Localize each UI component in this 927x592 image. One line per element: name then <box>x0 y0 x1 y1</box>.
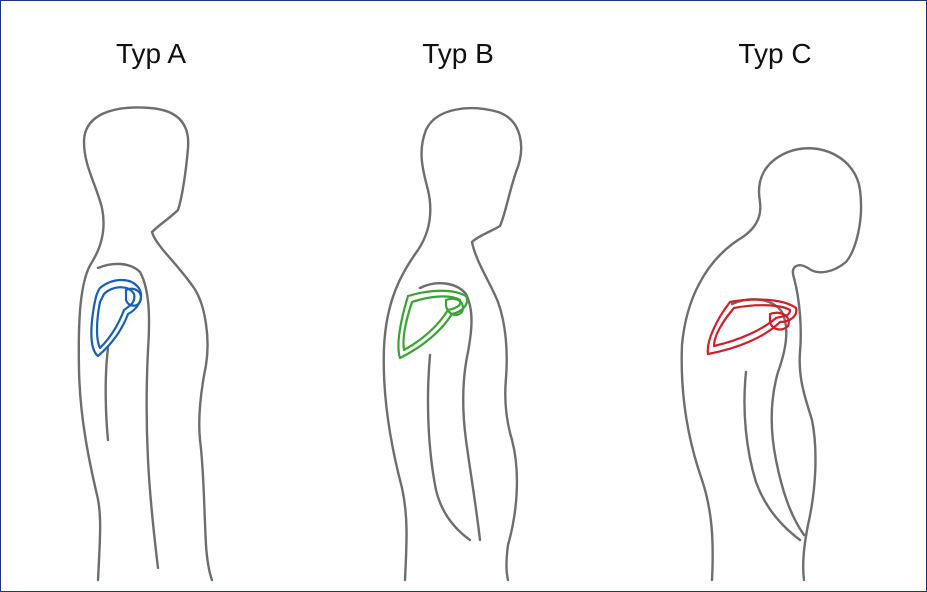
scapula-inner-typ-b <box>403 296 460 350</box>
arm-inner-typ-a <box>106 348 108 440</box>
scapula-typ-c <box>708 300 797 354</box>
figure-typ-c <box>682 148 861 580</box>
scapula-typ-b <box>398 291 467 358</box>
scapula-typ-a <box>91 280 141 356</box>
scapula-inner-typ-a <box>97 287 134 348</box>
body-outline-typ-c <box>682 148 861 580</box>
arm-outline-typ-c <box>732 299 804 535</box>
